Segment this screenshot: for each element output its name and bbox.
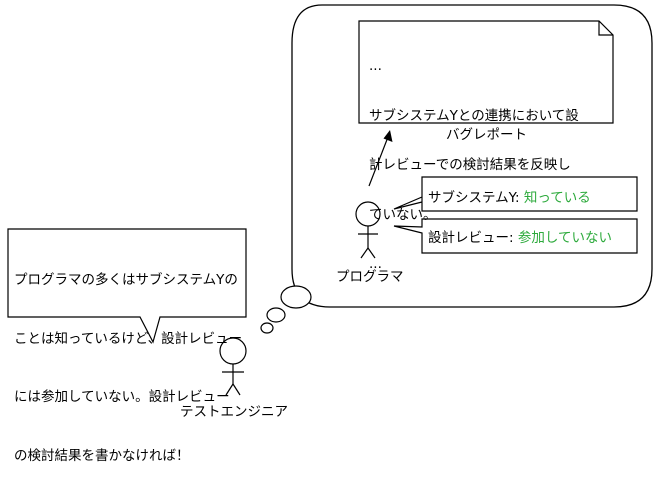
tester-thought-text: プログラマの多くはサブシステムYの ことは知っているけど、設計レビュー には参加… <box>14 232 242 486</box>
bug-report-line: 計レビューでの検討結果を反映し <box>369 157 571 173</box>
status-callout-subsystem <box>393 176 638 212</box>
tester-speech-bubble <box>7 228 247 344</box>
bug-report-line: サブシステムYとの連携において設 <box>369 107 579 124</box>
thought-line: の検討結果を書かなければ！ <box>14 447 190 464</box>
tester-label: テストエンジニア <box>180 404 288 420</box>
status-subject: サブシステムY: <box>428 190 524 206</box>
thought-line: プログラマの多くはサブシステムYの <box>14 272 238 288</box>
report-arrow <box>368 136 389 187</box>
thought-line: には参加していない。設計レビュー <box>14 389 230 405</box>
status-value: 参加していない <box>517 230 612 246</box>
status-subsystem: サブシステムY: 知っている <box>428 188 591 208</box>
diagram-canvas <box>7 4 653 396</box>
thought-line: ことは知っているけど、設計レビュー <box>14 330 243 347</box>
programmer-label: プログラマ <box>336 269 404 285</box>
bug-report-caption: バグレポート <box>446 127 527 143</box>
bug-report-line: ... <box>369 256 382 272</box>
programmer-figure <box>355 201 381 259</box>
bug-report-line: ... <box>369 58 382 74</box>
thought-bubble-large <box>280 285 312 309</box>
status-review: 設計レビュー: 参加していない <box>428 228 612 248</box>
bug-report-text: ... サブシステムYとの連携において設 計レビューでの検討結果を反映し ていな… <box>369 25 579 289</box>
bug-report-note <box>358 20 614 124</box>
status-callout-review <box>393 218 638 254</box>
thought-bubble-medium <box>266 307 286 323</box>
report-arrowhead <box>383 130 393 142</box>
status-subject: 設計レビュー: <box>428 230 518 246</box>
note-fold <box>598 21 613 36</box>
bug-report-line: ていない。 <box>369 206 437 223</box>
status-value: 知っている <box>523 190 591 206</box>
tester-figure <box>219 337 247 396</box>
thought-bubble-small <box>260 322 274 334</box>
